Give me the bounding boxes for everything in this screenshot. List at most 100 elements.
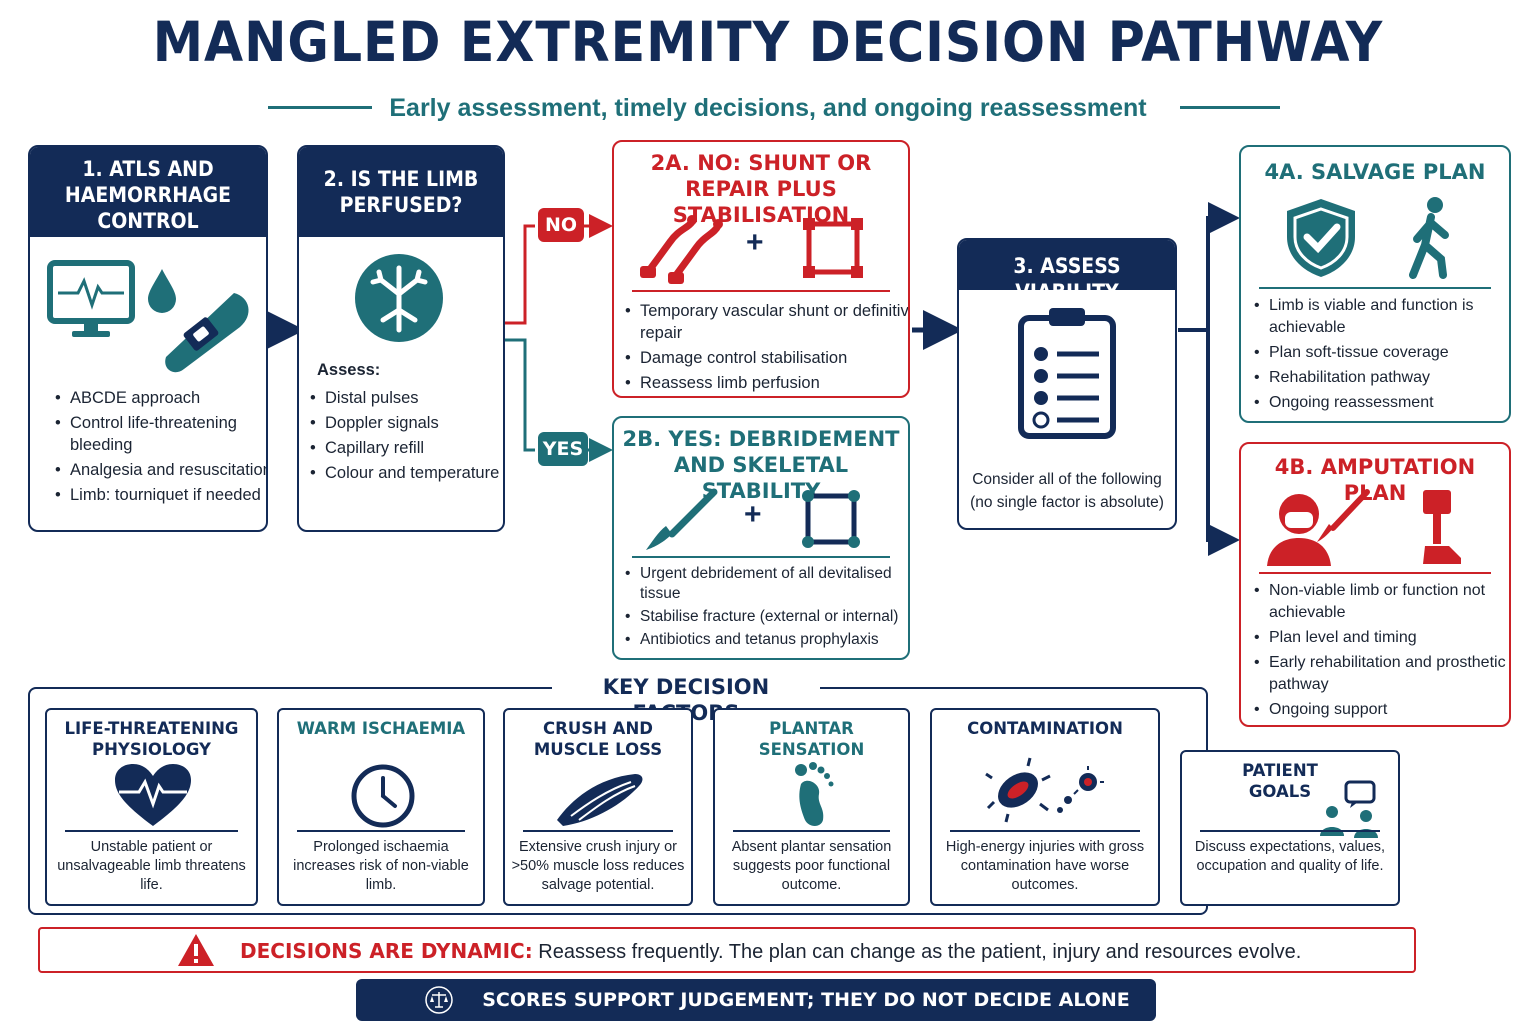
factor-description: Prolonged ischaemia increases risk of no… (293, 839, 469, 893)
list-item: Reassess limb perfusion (625, 372, 908, 394)
step3-card: 3. ASSESS VIABILITY Consider all of the … (957, 238, 1177, 530)
step2b-divider (632, 556, 890, 558)
warning-text: Reassess frequently. The plan can change… (538, 941, 1302, 963)
factor-divider (950, 830, 1140, 832)
walking-person-icon (1409, 197, 1449, 279)
list-item: Urgent debridement of all devitalised ti… (625, 564, 908, 604)
step4b-card: 4B. AMPUTATION PLAN Non-viable limb or f… (1239, 442, 1511, 727)
arrow-no-branch (505, 226, 604, 325)
factor-description: Extensive crush injury or >50% muscle lo… (511, 839, 685, 893)
step3-header: 3. ASSESS VIABILITY (959, 240, 1175, 304)
list-item: Plan level and timing (1254, 627, 1509, 649)
prosthetic-leg-icon (1423, 490, 1461, 564)
list-item: Non-viable limb or function not achievab… (1254, 580, 1509, 624)
balance-scale-icon (425, 986, 453, 1014)
factor-title: CONTAMINATION (967, 719, 1123, 738)
factor-divider (297, 830, 465, 832)
warning-label: DECISIONS ARE DYNAMIC: (240, 939, 533, 963)
factor-crush-muscle-loss: CRUSH AND MUSCLE LOSS Extensive crush in… (503, 708, 693, 906)
step1-card: 1. ATLS AND HAEMORRHAGE CONTROL ABCDE ap… (28, 145, 268, 532)
list-item: Control life-threatening bleeding (55, 412, 266, 456)
step3-note: Consider all of the following (no single… (970, 471, 1164, 511)
factor-title: LIFE-THREATENING PHYSIOLOGY (64, 719, 239, 759)
step2-title: 2. IS THE LIMB PERFUSED? (323, 167, 479, 217)
no-branch-label: NO (538, 208, 584, 242)
factor-divider (733, 830, 890, 832)
arrow-step3-to-4b (1206, 330, 1240, 556)
step2b-title: 2B. YES: DEBRIDEMENT AND SKELETAL STABIL… (622, 427, 900, 503)
factor-life-threatening-physiology: LIFE-THREATENING PHYSIOLOGY Unstable pat… (45, 708, 258, 906)
surgeon-icon (1267, 489, 1370, 566)
step2a-bullets: Temporary vascular shunt or definitive r… (618, 300, 908, 396)
list-item: Damage control stabilisation (625, 347, 908, 369)
conversation-icon (1320, 780, 1378, 838)
muscle-icon (557, 774, 643, 826)
step2a-card: 2A. NO: SHUNT OR REPAIR PLUS STABILISATI… (612, 140, 910, 398)
checklist-clipboard-icon (1018, 308, 1116, 439)
step2a-plus: + (746, 226, 764, 259)
page-subtitle: Early assessment, timely decisions, and … (389, 94, 1147, 122)
factor-title: WARM ISCHAEMIA (296, 719, 466, 738)
page-title: MANGLED EXTREMITY DECISION PATHWAY (152, 10, 1384, 74)
factor-title: PATIENT GOALS (1242, 761, 1318, 801)
factor-description: Absent plantar sensation suggests poor f… (731, 839, 892, 893)
skeletal-fixator-icon (802, 490, 860, 548)
warning-banner: DECISIONS ARE DYNAMIC: Reassess frequent… (38, 927, 1416, 973)
step3-title: 3. ASSESS VIABILITY (1013, 254, 1121, 304)
list-item: Ongoing reassessment (1254, 392, 1509, 414)
vital-signs-monitor-icon (47, 260, 249, 373)
bacteria-icon (985, 757, 1104, 823)
step2b-plus: + (744, 498, 762, 531)
step4a-bullets: Limb is viable and function is achievabl… (1247, 295, 1509, 417)
step4a-title: 4A. SALVAGE PLAN (1264, 160, 1486, 184)
factor-divider (65, 830, 238, 832)
factor-description: High-energy injuries with gross contamin… (945, 839, 1145, 893)
factor-patient-goals: PATIENT GOALS Discuss expectations, valu… (1180, 750, 1400, 906)
factor-description: Discuss expectations, values, occupation… (1194, 839, 1386, 874)
step4b-title: 4B. AMPUTATION PLAN (1274, 455, 1476, 505)
list-item: Distal pulses (310, 387, 503, 409)
factor-plantar-sensation: PLANTAR SENSATION Absent plantar sensati… (713, 708, 910, 906)
vascular-shunt-icon (640, 215, 723, 284)
step1-header: 1. ATLS AND HAEMORRHAGE CONTROL (30, 147, 266, 237)
list-item: Early rehabilitation and prosthetic path… (1254, 652, 1509, 696)
factor-contamination: CONTAMINATION High-energy injuries with … (930, 708, 1160, 906)
list-item: Limb is viable and function is achievabl… (1254, 295, 1509, 339)
step4a-divider (1259, 287, 1491, 289)
step1-title: 1. ATLS AND HAEMORRHAGE CONTROL (64, 157, 232, 233)
list-item: Temporary vascular shunt or definitive r… (625, 300, 908, 344)
warning-triangle-icon (178, 934, 214, 966)
factor-title: CRUSH AND MUSCLE LOSS (533, 719, 663, 759)
factor-description: Unstable patient or unsalvageable limb t… (57, 839, 246, 893)
step4b-bullets: Non-viable limb or function not achievab… (1247, 580, 1509, 724)
clock-icon (351, 764, 415, 828)
factor-warm-ischaemia: WARM ISCHAEMIA Prolonged ischaemia incre… (277, 708, 485, 906)
list-item: Stabilise fracture (external or internal… (625, 607, 908, 627)
list-item: ABCDE approach (55, 387, 266, 409)
foot-icon (795, 762, 834, 826)
shield-check-icon (1287, 199, 1355, 277)
step2-bullets: Distal pulses Doppler signals Capillary … (303, 387, 503, 487)
list-item: Doppler signals (310, 412, 503, 434)
step2a-title: 2A. NO: SHUNT OR REPAIR PLUS STABILISATI… (650, 151, 872, 227)
list-item: Limb: tourniquet if needed (55, 484, 266, 506)
list-item: Analgesia and resuscitation (55, 459, 266, 481)
list-item: Colour and temperature (310, 462, 503, 484)
factor-divider (523, 830, 673, 832)
subtitle-rule-right (1180, 106, 1280, 109)
list-item: Plan soft-tissue coverage (1254, 342, 1509, 364)
arrow-step3-to-4a (1178, 202, 1240, 332)
footer-banner: SCORES SUPPORT JUDGEMENT; THEY DO NOT DE… (356, 979, 1156, 1021)
list-item: Antibiotics and tetanus prophylaxis (625, 630, 908, 650)
list-item: Capillary refill (310, 437, 503, 459)
factor-title: PLANTAR SENSATION (758, 719, 865, 759)
step2-card: 2. IS THE LIMB PERFUSED? Assess: Distal … (297, 145, 505, 532)
footer-text: SCORES SUPPORT JUDGEMENT; THEY DO NOT DE… (482, 989, 1130, 1011)
step2b-bullets: Urgent debridement of all devitalised ti… (618, 564, 908, 653)
scalpel-icon (646, 488, 718, 550)
yes-branch-label: YES (538, 432, 588, 466)
step2b-card: 2B. YES: DEBRIDEMENT AND SKELETAL STABIL… (612, 416, 910, 660)
step4a-card: 4A. SALVAGE PLAN Limb is viable and func… (1239, 145, 1511, 423)
vessel-perfusion-icon (355, 254, 443, 342)
